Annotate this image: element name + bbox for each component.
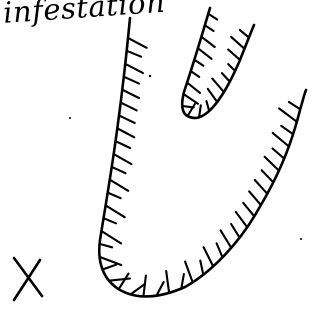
hatch-tick bbox=[109, 279, 130, 281]
hatch-tick bbox=[204, 247, 214, 266]
hatch-tick bbox=[116, 141, 131, 148]
hatch-tick bbox=[101, 231, 121, 243]
hatch-tick bbox=[255, 180, 267, 194]
hatch-tick bbox=[119, 115, 135, 123]
hatch-tick bbox=[187, 83, 200, 93]
hatch-tick bbox=[110, 180, 128, 191]
hatch-tick bbox=[265, 157, 279, 171]
hatch-tick bbox=[208, 14, 217, 20]
hatch-tick bbox=[231, 224, 240, 238]
hatch-tick bbox=[198, 48, 212, 59]
hatch-tick bbox=[112, 167, 126, 173]
hatch-tick bbox=[205, 25, 214, 31]
hatch-tick bbox=[249, 191, 261, 205]
hatch-tick bbox=[114, 154, 132, 164]
hatch-tick bbox=[143, 276, 146, 297]
hatch-tick bbox=[231, 37, 244, 49]
hatch-tick bbox=[122, 90, 139, 98]
hatch-tick bbox=[119, 274, 129, 290]
hatch-tick bbox=[106, 205, 125, 217]
hatch-tick bbox=[212, 79, 224, 92]
hatch-tick bbox=[103, 265, 117, 270]
hatch-tick bbox=[194, 60, 203, 66]
x-mark bbox=[14, 258, 42, 300]
large-u-outline bbox=[99, 18, 306, 296]
hatch-tick bbox=[121, 103, 137, 111]
hatch-tick bbox=[108, 193, 121, 199]
hatch-tick bbox=[125, 64, 143, 73]
hatch-tick bbox=[206, 101, 209, 111]
hatch-tick bbox=[117, 128, 134, 137]
hatch-tick bbox=[184, 94, 198, 104]
ink-dot bbox=[69, 117, 71, 119]
hatch-tick bbox=[240, 30, 249, 38]
hatch-tick bbox=[273, 149, 285, 159]
hatch-tick bbox=[127, 51, 141, 57]
hatch-tick bbox=[124, 77, 139, 84]
hatch-tick bbox=[262, 170, 274, 182]
hatch-tick bbox=[100, 257, 122, 265]
hatch-tick bbox=[289, 102, 300, 109]
hatch-tick bbox=[281, 126, 293, 134]
hatch-tick bbox=[273, 133, 289, 147]
hatch-tick bbox=[128, 38, 147, 48]
ink-dot bbox=[149, 75, 151, 77]
hatch-tick bbox=[228, 64, 235, 71]
hatch-tick bbox=[228, 50, 240, 60]
hatch-tick bbox=[243, 203, 254, 216]
hatch-tick bbox=[208, 89, 217, 102]
hatch-tick bbox=[200, 261, 203, 275]
hatch-tick bbox=[279, 109, 297, 122]
hatch-tick bbox=[222, 73, 230, 82]
hatch-tick bbox=[104, 218, 116, 223]
hatch-tick bbox=[166, 271, 169, 293]
hatch-tick bbox=[236, 212, 248, 227]
hatch-tick bbox=[185, 262, 193, 283]
hatch-tick bbox=[100, 244, 113, 247]
ink-dot bbox=[300, 238, 302, 240]
hatch-tick bbox=[217, 243, 223, 257]
hatch-tick bbox=[221, 230, 232, 247]
hatch-tick bbox=[201, 37, 214, 47]
hatch-tick bbox=[191, 71, 199, 77]
